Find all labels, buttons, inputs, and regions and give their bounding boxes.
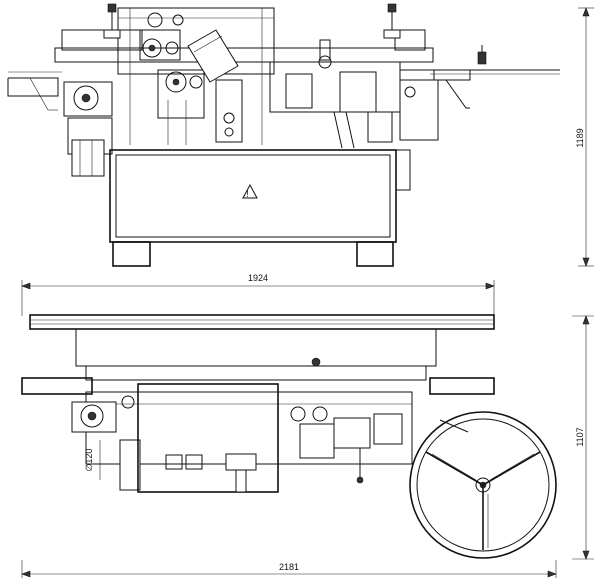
svg-text:!: ! <box>246 189 249 199</box>
top-width-dim: 1924 <box>248 273 268 283</box>
right-mechanisms <box>269 39 439 191</box>
front-view: ! 1189 <box>7 3 594 267</box>
wheel-diameter-dim: 120 <box>84 449 94 464</box>
top-width-dimension: 1924 <box>21 273 495 316</box>
svg-text:∅120: ∅120 <box>84 449 94 472</box>
top-depth-dim: 1107 <box>575 427 585 446</box>
depth-dimension: 1107 <box>572 315 594 560</box>
front-height-dim: 1189 <box>575 128 585 147</box>
left-motor <box>63 81 113 177</box>
top-view: 1924 ∅120 <box>21 273 594 578</box>
cabinet: ! <box>109 149 397 243</box>
right-infeed-fence <box>400 45 560 109</box>
height-dimension: 1189 <box>575 7 594 267</box>
upper-mechanisms <box>139 12 243 145</box>
wheel-diameter-label: ∅120 <box>84 440 101 480</box>
total-width-dimension: 2181 <box>21 560 557 578</box>
left-table <box>7 71 62 111</box>
top-housing <box>54 3 434 145</box>
total-width-dim: 2181 <box>279 562 299 572</box>
diameter-symbol: ∅ <box>84 463 94 471</box>
feeder-wheel <box>409 411 557 559</box>
